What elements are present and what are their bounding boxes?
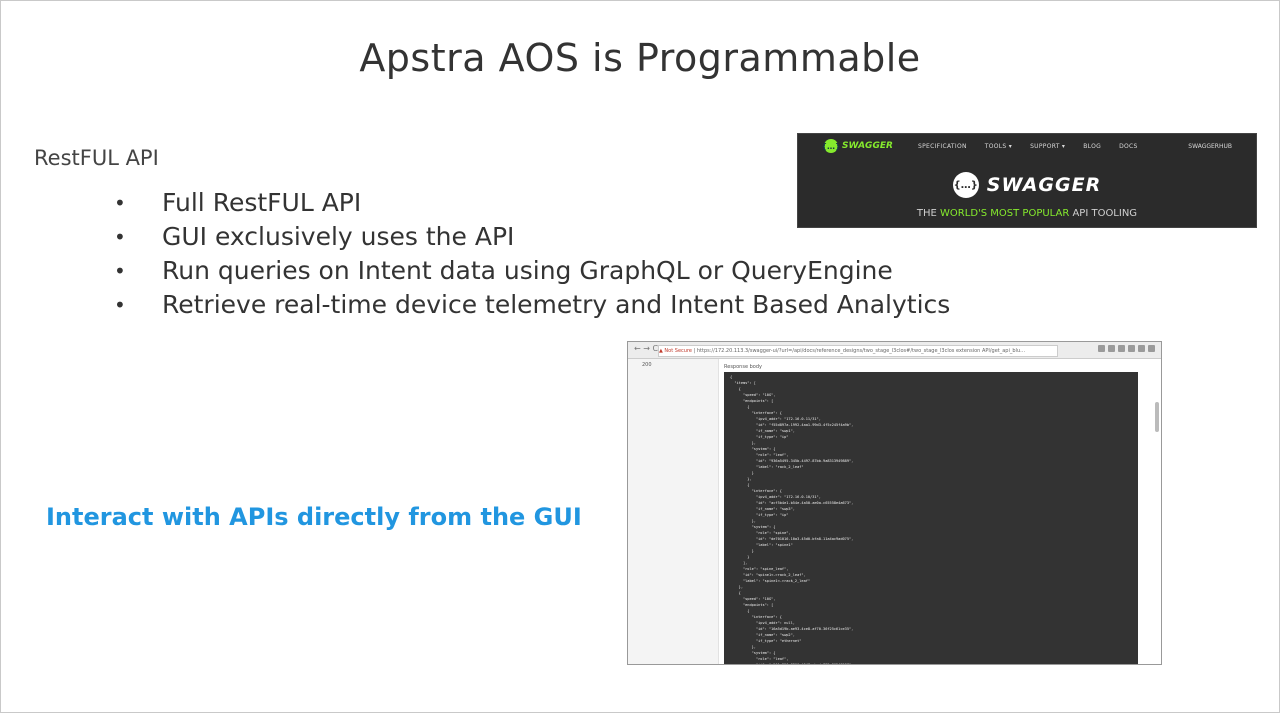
- browser-screenshot: ← → C ▲ Not Secure | https://172.20.113.…: [627, 341, 1162, 665]
- browser-scrollbar: [1155, 402, 1159, 432]
- browser-side-panel: [628, 359, 719, 664]
- bullet-dot: •: [114, 225, 126, 249]
- tagline-highlight: WORLD'S MOST POPULAR: [940, 208, 1070, 219]
- swagger-braces-icon: {…}: [952, 172, 979, 198]
- bullet-text: Run queries on Intent data using GraphQL…: [162, 256, 893, 285]
- swagger-hub-link: SWAGGERHUB: [1188, 143, 1232, 150]
- swagger-nav: SPECIFICATION TOOLS ▾ SUPPORT ▾ BLOG DOC…: [918, 143, 1156, 150]
- browser-url-bar: ▲ Not Secure | https://172.20.113.3/swag…: [658, 345, 1058, 357]
- swagger-tagline: THE WORLD'S MOST POPULAR API TOOLING: [798, 208, 1256, 219]
- section-heading: RestFUL API: [34, 146, 159, 170]
- swagger-logo-text: SWAGGER: [842, 141, 893, 151]
- browser-toolbar: ← → C ▲ Not Secure | https://172.20.113.…: [628, 342, 1161, 359]
- response-body-json: { "items": [ { "speed": "10G", "endpoint…: [724, 372, 1138, 664]
- bullet-dot: •: [114, 191, 126, 215]
- swagger-logo-icon: {…}: [821, 139, 841, 153]
- bullet-item: • Retrieve real-time device telemetry and…: [112, 288, 950, 322]
- swagger-nav-item: SPECIFICATION: [918, 143, 967, 150]
- bullet-text: Retrieve real-time device telemetry and …: [162, 290, 951, 319]
- bullet-dot: •: [114, 293, 126, 317]
- extension-icon: [1108, 345, 1115, 352]
- bullet-text: Full RestFUL API: [162, 188, 362, 217]
- slide-title: Apstra AOS is Programmable: [359, 36, 921, 80]
- bullet-dot: •: [114, 259, 126, 283]
- swagger-nav-item: TOOLS ▾: [984, 143, 1013, 150]
- response-code: 200: [642, 362, 652, 368]
- menu-icon: [1148, 345, 1155, 352]
- extension-icon: [1098, 345, 1105, 352]
- bullet-item: • Full RestFUL API: [112, 186, 950, 220]
- swagger-nav-item: DOCS: [1119, 143, 1138, 150]
- not-secure-warning: ▲ Not Secure: [659, 348, 692, 354]
- swagger-center-logo: {…} SWAGGER: [798, 172, 1256, 198]
- tagline-pre: THE: [916, 208, 941, 219]
- response-body-label: Response body: [724, 364, 762, 370]
- tagline-post: API TOOLING: [1069, 208, 1138, 219]
- swagger-nav-item: SUPPORT ▾: [1030, 143, 1066, 150]
- json-text: { "items": [ { "speed": "10G", "endpoint…: [730, 375, 854, 664]
- browser-extension-icons: [1095, 345, 1155, 352]
- browser-url-text: | https://172.20.113.3/swagger-ui/?url=/…: [691, 348, 1026, 354]
- swagger-logo: {…} SWAGGER: [821, 139, 893, 153]
- swagger-banner: {…} SWAGGER SPECIFICATION TOOLS ▾ SUPPOR…: [797, 133, 1257, 228]
- bullet-text: GUI exclusively uses the API: [162, 222, 515, 251]
- browser-nav-icons: ← → C: [634, 344, 659, 353]
- extension-icon: [1118, 345, 1125, 352]
- gui-callout: Interact with APIs directly from the GUI: [46, 503, 582, 531]
- swagger-nav-item: BLOG: [1083, 143, 1102, 150]
- bullet-list: • Full RestFUL API • GUI exclusively uses …: [112, 186, 950, 322]
- bullet-item: • Run queries on Intent data using GraphQ…: [112, 254, 950, 288]
- bullet-item: • GUI exclusively uses the API: [112, 220, 950, 254]
- extension-icon: [1138, 345, 1145, 352]
- extension-icon: [1128, 345, 1135, 352]
- swagger-center-text: SWAGGER: [986, 174, 1102, 196]
